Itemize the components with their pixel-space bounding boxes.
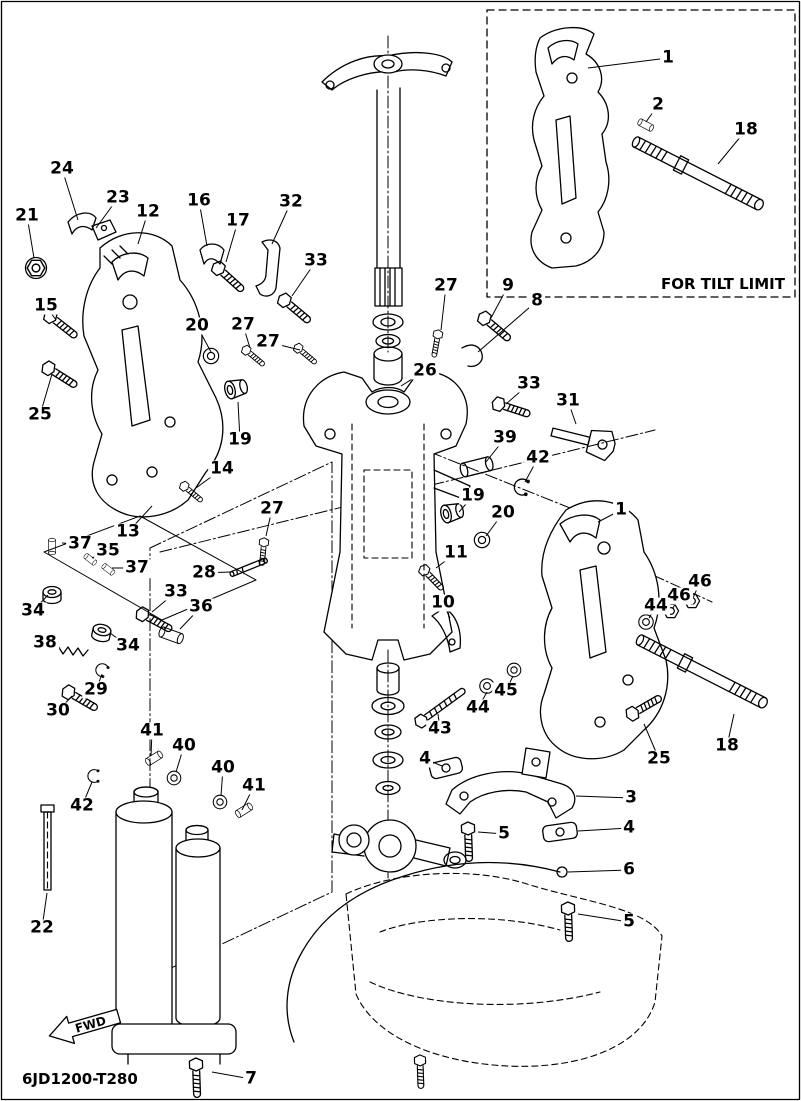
callout-5: 5: [621, 911, 637, 932]
callout-9: 9: [500, 275, 516, 296]
inset-caption: FOR TILT LIMIT: [661, 275, 786, 293]
callout-17: 17: [224, 210, 252, 231]
callout-15: 15: [32, 295, 60, 316]
callout-11: 11: [442, 542, 470, 563]
callout-42: 42: [524, 447, 552, 468]
callout-18: 18: [713, 735, 741, 756]
callout-25: 25: [26, 404, 54, 425]
callout-5: 5: [496, 823, 512, 844]
callout-46: 46: [665, 585, 693, 606]
callout-44: 44: [642, 595, 670, 616]
callout-27: 27: [258, 498, 286, 519]
stay-plate: [542, 821, 578, 843]
callout-22: 22: [28, 917, 56, 938]
spring: [57, 645, 89, 657]
callout-4: 4: [417, 748, 433, 769]
callout-1: 1: [613, 499, 629, 520]
callout-38: 38: [31, 632, 59, 653]
callout-28: 28: [190, 562, 218, 583]
callout-18: 18: [732, 119, 760, 140]
anchor-pin: [40, 804, 55, 891]
stay-plate: [428, 756, 464, 780]
callout-34: 34: [19, 600, 47, 621]
callout-37: 37: [123, 557, 151, 578]
callout-2: 2: [650, 94, 666, 115]
callout-4: 4: [621, 817, 637, 838]
callout-12: 12: [134, 201, 162, 222]
callout-23: 23: [104, 187, 132, 208]
right-clamp-bracket: [539, 500, 669, 760]
callout-33: 33: [302, 250, 330, 271]
callout-36: 36: [187, 596, 215, 617]
left-clamp-bracket: [82, 232, 224, 518]
callout-40: 40: [209, 757, 237, 778]
tilt-stop-lever: [550, 427, 616, 462]
callout-6: 6: [621, 859, 637, 880]
callout-34: 34: [114, 635, 142, 656]
trim-cylinder-unit: [111, 786, 237, 1065]
callout-21: 21: [13, 205, 41, 226]
callout-29: 29: [82, 679, 110, 700]
callout-8: 8: [529, 290, 545, 311]
inset-border: [486, 9, 796, 298]
ground-cable: [286, 861, 561, 1043]
callout-31: 31: [554, 390, 582, 411]
subassembly-box: [43, 515, 257, 621]
hook-clip: [461, 344, 483, 368]
callout-19: 19: [226, 429, 254, 450]
callout-1: 1: [660, 47, 676, 68]
callout-20: 20: [183, 315, 211, 336]
trim-sender-plate: [431, 607, 462, 653]
callout-20: 20: [489, 502, 517, 523]
callout-44: 44: [464, 697, 492, 718]
callout-40: 40: [170, 735, 198, 756]
callout-32: 32: [277, 191, 305, 212]
clamp-stay-bracket: [445, 747, 576, 819]
callout-24: 24: [48, 158, 76, 179]
callout-10: 10: [429, 592, 457, 613]
callout-3: 3: [623, 787, 639, 808]
callout-27: 27: [254, 331, 282, 352]
callout-13: 13: [114, 521, 142, 542]
callout-7: 7: [243, 1068, 259, 1089]
callout-30: 30: [44, 700, 72, 721]
callout-39: 39: [491, 427, 519, 448]
swivel-bracket: [302, 371, 471, 661]
callout-26: 26: [411, 360, 439, 381]
callout-16: 16: [185, 190, 213, 211]
callout-27: 27: [229, 314, 257, 335]
steering-assembly: [321, 35, 453, 386]
callout-41: 41: [138, 720, 166, 741]
callout-43: 43: [426, 718, 454, 739]
callout-42: 42: [68, 795, 96, 816]
clamp-plate-parts: [24, 212, 281, 297]
callout-37: 37: [66, 533, 94, 554]
callout-14: 14: [208, 458, 236, 479]
callout-27: 27: [432, 275, 460, 296]
callout-46: 46: [686, 571, 714, 592]
callout-33: 33: [515, 373, 543, 394]
callout-19: 19: [459, 485, 487, 506]
callout-25: 25: [645, 748, 673, 769]
callout-45: 45: [492, 680, 520, 701]
tilt-limit-inset: FOR TILT LIMIT: [486, 9, 796, 298]
callout-41: 41: [240, 775, 268, 796]
callout-33: 33: [162, 581, 190, 602]
drawing-code: 6JD1200-T280: [22, 1070, 138, 1088]
callout-35: 35: [94, 540, 122, 561]
